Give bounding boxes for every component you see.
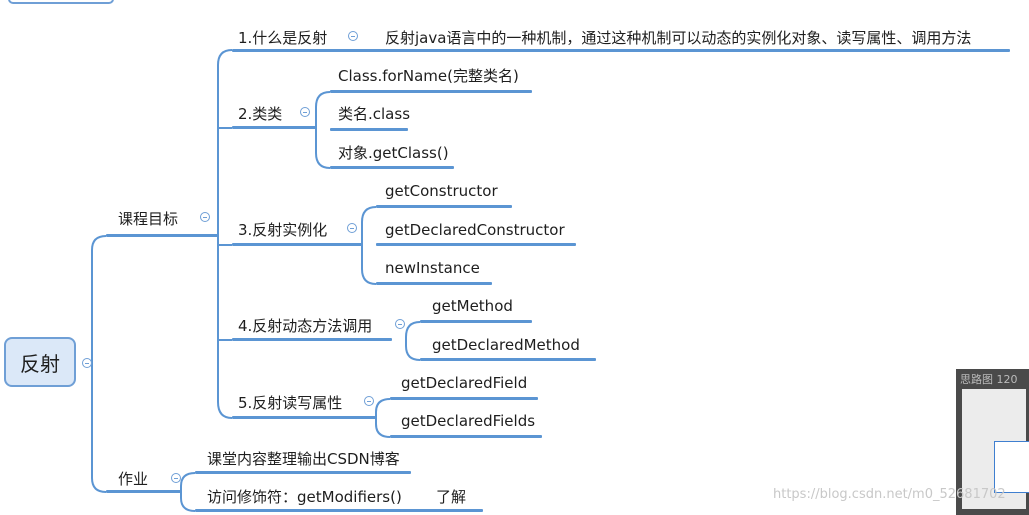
- what-underline: [232, 49, 1010, 52]
- invoke-label[interactable]: 4.反射动态方法调用: [238, 317, 373, 335]
- invoke-collapse-icon[interactable]: [395, 319, 405, 329]
- minimap-thumbnail: [962, 389, 1029, 509]
- previous-node-frame: [8, 0, 114, 4]
- instantiate-underline: [232, 243, 362, 246]
- root-node[interactable]: 反射: [4, 337, 76, 387]
- instantiate-child-0[interactable]: getConstructor: [385, 182, 498, 200]
- invoke-child-0[interactable]: getMethod: [432, 297, 513, 315]
- fields-child-1-underline: [390, 435, 542, 438]
- instantiate-collapse-icon[interactable]: [347, 223, 357, 233]
- goals-underline: [106, 234, 218, 237]
- root-label: 反射: [20, 351, 60, 376]
- fields-child-1[interactable]: getDeclaredFields: [401, 412, 536, 430]
- what-label[interactable]: 1.什么是反射: [238, 29, 328, 47]
- homework-label[interactable]: 作业: [118, 470, 149, 488]
- classclass-child-2[interactable]: 对象.getClass(): [338, 144, 449, 162]
- classclass-collapse-icon[interactable]: [300, 107, 310, 117]
- watermark: https://blog.csdn.net/m0_52681702: [773, 487, 1006, 502]
- fields-child-0[interactable]: getDeclaredField: [401, 374, 528, 392]
- classclass-label[interactable]: 2.类类: [238, 105, 283, 123]
- homework-item-1-underline: [195, 509, 483, 512]
- goals-label[interactable]: 课程目标: [118, 210, 179, 228]
- fields-child-0-underline: [390, 397, 538, 400]
- instantiate-child-2-underline: [376, 282, 492, 285]
- minimap-panel[interactable]: 思路图 120: [956, 369, 1029, 515]
- homework-item-1[interactable]: 访问修饰符：getModifiers(): [207, 488, 402, 506]
- classclass-underline: [232, 126, 316, 129]
- classclass-child-1-underline: [330, 128, 408, 131]
- instantiate-child-0-underline: [376, 205, 512, 208]
- what-collapse-icon[interactable]: [348, 31, 358, 41]
- instantiate-label[interactable]: 3.反射实例化: [238, 221, 328, 239]
- homework-item-1-extra[interactable]: 了解: [436, 488, 467, 506]
- instantiate-child-1-underline: [376, 243, 576, 246]
- classclass-child-0[interactable]: Class.forName(完整类名): [338, 67, 519, 85]
- homework-collapse-icon[interactable]: [171, 473, 181, 483]
- instantiate-child-1[interactable]: getDeclaredConstructor: [385, 221, 565, 239]
- invoke-child-0-underline: [420, 320, 532, 323]
- goals-collapse-icon[interactable]: [200, 212, 210, 222]
- invoke-child-1-underline: [420, 358, 596, 361]
- root-collapse-icon[interactable]: [82, 358, 92, 368]
- homework-underline: [106, 490, 181, 493]
- invoke-underline: [232, 338, 392, 341]
- classclass-child-2-underline: [330, 166, 454, 169]
- homework-item-0[interactable]: 课堂内容整理输出CSDN博客: [207, 450, 400, 468]
- fields-collapse-icon[interactable]: [364, 396, 374, 406]
- what-note[interactable]: 反射java语言中的一种机制，通过这种机制可以动态的实例化对象、读写属性、调用方…: [385, 29, 972, 47]
- minimap-viewport[interactable]: [994, 441, 1029, 493]
- homework-item-0-underline: [195, 471, 411, 474]
- classclass-child-0-underline: [330, 90, 532, 93]
- instantiate-child-2[interactable]: newInstance: [385, 259, 480, 277]
- fields-underline: [232, 416, 376, 419]
- invoke-child-1[interactable]: getDeclaredMethod: [432, 336, 580, 354]
- classclass-child-1[interactable]: 类名.class: [338, 105, 411, 123]
- minimap-title: 思路图 120: [960, 373, 1018, 386]
- fields-label[interactable]: 5.反射读写属性: [238, 394, 343, 412]
